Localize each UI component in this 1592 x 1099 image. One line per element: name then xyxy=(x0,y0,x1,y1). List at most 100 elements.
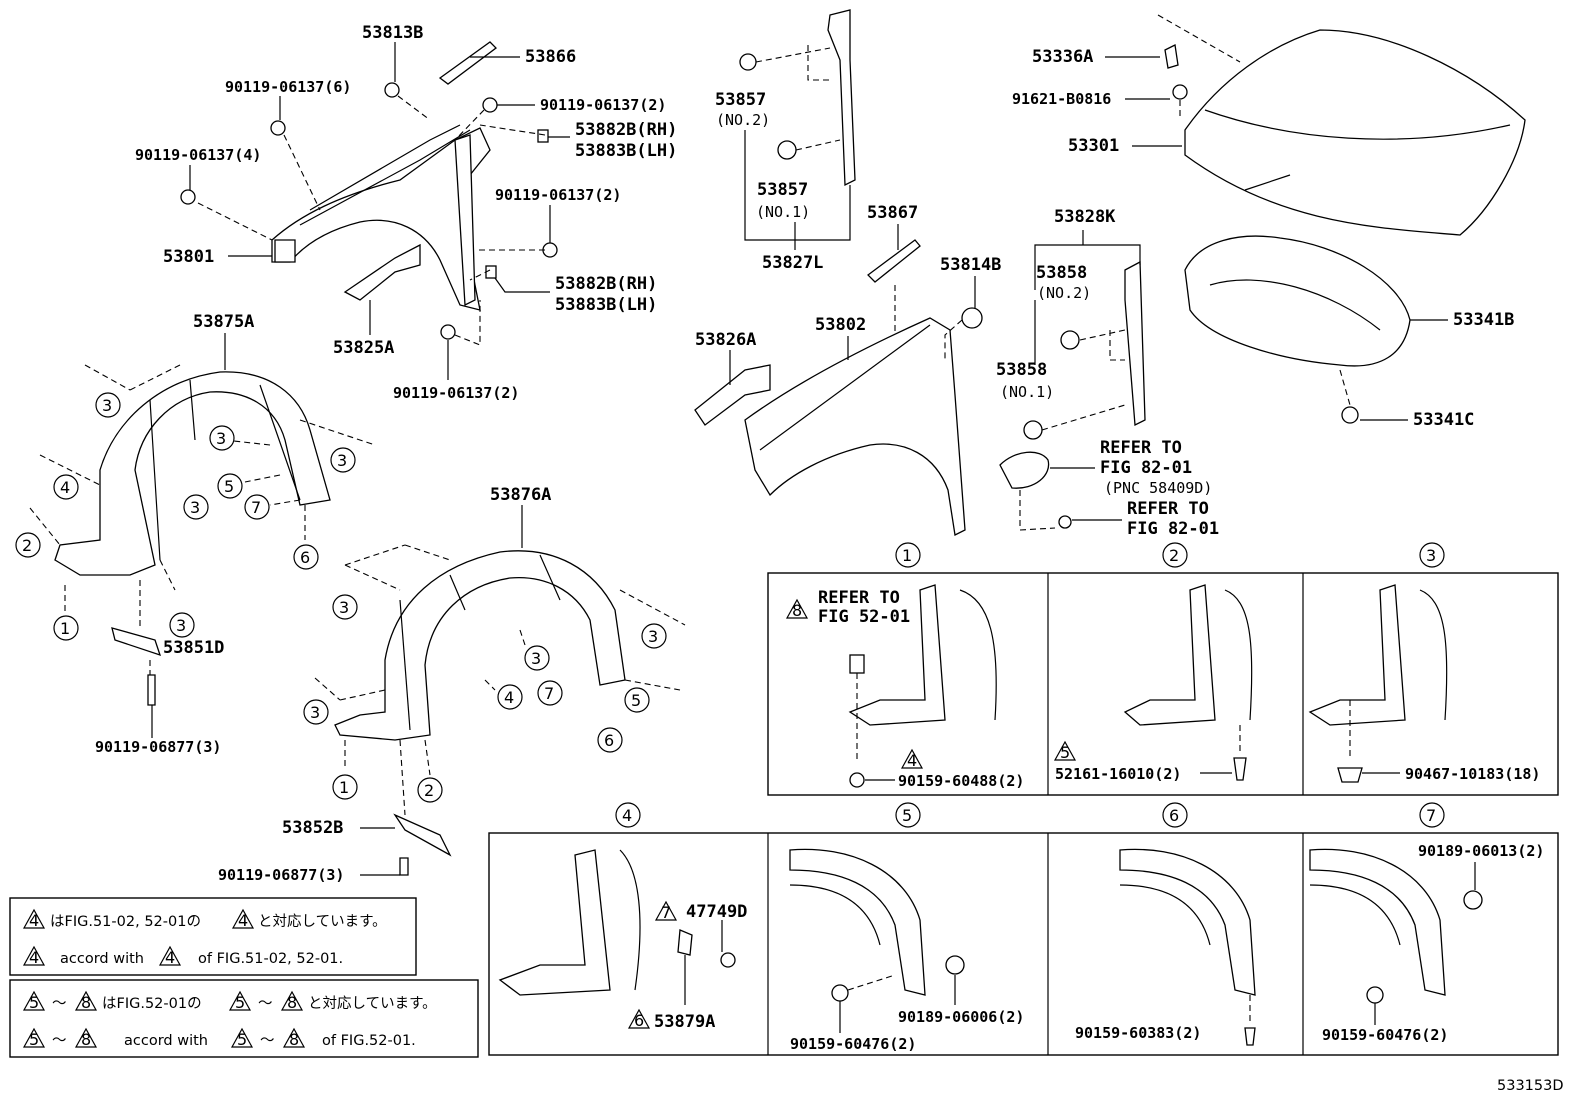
label-53883B-lh-a: 53883B(LH) xyxy=(575,141,677,161)
part-53851D-bracket xyxy=(111,627,162,657)
callout-3: 3 xyxy=(648,627,658,646)
note-en-line-1a: accord with xyxy=(60,951,144,967)
note-tri: 8 xyxy=(81,1030,91,1049)
label-53813B: 53813B xyxy=(362,23,423,43)
detail-label-53879A: 53879A xyxy=(654,1012,715,1032)
label-53801: 53801 xyxy=(163,247,214,267)
note-tri: 5 xyxy=(29,993,39,1012)
label-no1-b: (NO.1) xyxy=(1000,383,1054,401)
label-no1-a: (NO.1) xyxy=(756,203,810,221)
detail-label-90159-60383: 90159-60383(2) xyxy=(1075,1024,1201,1042)
detail-tri-6: 6 xyxy=(634,1011,644,1030)
note-tilde: 〜 xyxy=(258,996,273,1012)
callouts: 3 4 3 3 5 3 7 2 6 1 3 3 3 3 7 4 5 3 6 1 … xyxy=(15,392,667,803)
fender-lh-group xyxy=(694,239,1072,536)
label-53336A: 53336A xyxy=(1032,47,1093,67)
callout-3: 3 xyxy=(176,616,186,635)
label-53867: 53867 xyxy=(867,203,918,223)
note-box-1: 4 はFIG.51-02, 52-01の 4 と対応しています。 4 accor… xyxy=(9,897,417,976)
note-jp-line-2b: と対応しています。 xyxy=(308,995,437,1012)
callout-1: 1 xyxy=(60,619,70,638)
label-53866: 53866 xyxy=(525,47,576,67)
note-tri: 4 xyxy=(165,948,175,967)
note-jp-line-1b: と対応しています。 xyxy=(258,913,387,930)
callout-1: 1 xyxy=(339,778,349,797)
detail-tri-7: 7 xyxy=(661,903,671,922)
fender-liner-strip xyxy=(454,134,476,307)
figure-id: 533153D xyxy=(1497,1078,1564,1094)
detail-tri-4: 4 xyxy=(907,751,917,770)
note-tilde: 〜 xyxy=(260,1033,275,1049)
fuel-lid xyxy=(999,451,1050,489)
callout-4: 4 xyxy=(504,688,514,707)
label-90119-06877-3-b: 90119-06877(3) xyxy=(218,866,344,884)
note-jp-line-1a: はFIG.51-02, 52-01の xyxy=(50,914,201,930)
hood-group xyxy=(1157,14,1526,424)
label-53814B: 53814B xyxy=(940,255,1001,275)
seal-53828K xyxy=(1124,260,1146,427)
label-pnc-58409d: (PNC 58409D) xyxy=(1104,479,1212,497)
part-53866-bracket xyxy=(438,41,497,85)
liner-53875A xyxy=(54,371,331,576)
detail-refer-to: REFER TO xyxy=(818,588,900,608)
insulator-53341B xyxy=(1184,235,1411,367)
label-53825A: 53825A xyxy=(333,338,394,358)
detail-header-7: 7 xyxy=(1426,806,1436,825)
label-90119-06137-6: 90119-06137(6) xyxy=(225,78,351,96)
callout-5: 5 xyxy=(631,691,641,710)
seal-53827L xyxy=(827,9,856,187)
detail-label-90189-06006: 90189-06006(2) xyxy=(898,1008,1024,1026)
detail-tri-5: 5 xyxy=(1060,743,1070,762)
detail-header-3: 3 xyxy=(1426,546,1436,565)
liner-53875A-group xyxy=(29,364,376,706)
label-53301: 53301 xyxy=(1068,136,1119,156)
note-tri: 4 xyxy=(29,911,39,930)
label-90119-06877-3-a: 90119-06877(3) xyxy=(95,738,221,756)
note-en-line-2a: accord with xyxy=(124,1033,208,1049)
callout-7: 7 xyxy=(251,498,261,517)
detail-label-90159-60488: 90159-60488(2) xyxy=(898,772,1024,790)
detail-label-90159-60476-a: 90159-60476(2) xyxy=(790,1035,916,1053)
label-53882B-rh-a: 53882B(RH) xyxy=(575,120,677,140)
callout-3: 3 xyxy=(531,649,541,668)
label-90119-06137-4: 90119-06137(4) xyxy=(135,146,261,164)
label-refer-to-1: REFER TO xyxy=(1100,438,1182,458)
label-53876A: 53876A xyxy=(490,485,551,505)
label-fig-82-01-1: FIG 82-01 xyxy=(1100,458,1192,478)
fender-53801 xyxy=(271,127,491,311)
label-53857-no1: 53857 xyxy=(757,180,808,200)
note-tri: 5 xyxy=(235,993,245,1012)
label-53826A: 53826A xyxy=(695,330,756,350)
note-en-line-2b: of FIG.52-01. xyxy=(322,1033,416,1049)
label-91621-b0816: 91621-B0816 xyxy=(1012,90,1111,108)
detail-header-2: 2 xyxy=(1169,546,1179,565)
note-tilde: 〜 xyxy=(52,1033,67,1049)
label-53858-no1: 53858 xyxy=(996,360,1047,380)
note-tri: 8 xyxy=(287,993,297,1012)
callout-6: 6 xyxy=(604,731,614,750)
label-53802: 53802 xyxy=(815,315,866,335)
detail-label-90159-60476-b: 90159-60476(2) xyxy=(1322,1026,1448,1044)
part-53867 xyxy=(867,239,921,283)
detail-header-5: 5 xyxy=(902,806,912,825)
note-en-line-1b: of FIG.51-02, 52-01. xyxy=(198,951,343,967)
note-tilde: 〜 xyxy=(52,996,67,1012)
note-tri: 8 xyxy=(81,993,91,1012)
liner-53876A-group xyxy=(314,544,686,876)
detail-label-52161-16010: 52161-16010(2) xyxy=(1055,765,1181,783)
detail-label-47749D: 47749D xyxy=(686,902,747,922)
label-90119-06137-2-b: 90119-06137(2) xyxy=(495,186,621,204)
label-53852B: 53852B xyxy=(282,818,343,838)
callout-3: 3 xyxy=(339,598,349,617)
detail-row-2: 4 5 6 7 7 47749D 6 53879A 90159-60476(2)… xyxy=(488,802,1559,1056)
part-53852B-bracket xyxy=(393,813,452,857)
note-tri: 4 xyxy=(29,948,39,967)
part-53825A-bracket xyxy=(343,243,421,301)
label-53828K: 53828K xyxy=(1054,207,1116,227)
detail-header-6: 6 xyxy=(1169,806,1179,825)
detail-row-1: 1 2 3 8 REFER TO FIG 52-01 4 90159-60488… xyxy=(767,542,1559,796)
note-tri: 8 xyxy=(289,1030,299,1049)
detail-label-90467-10183: 90467-10183(18) xyxy=(1405,765,1540,783)
callout-3: 3 xyxy=(190,498,200,517)
